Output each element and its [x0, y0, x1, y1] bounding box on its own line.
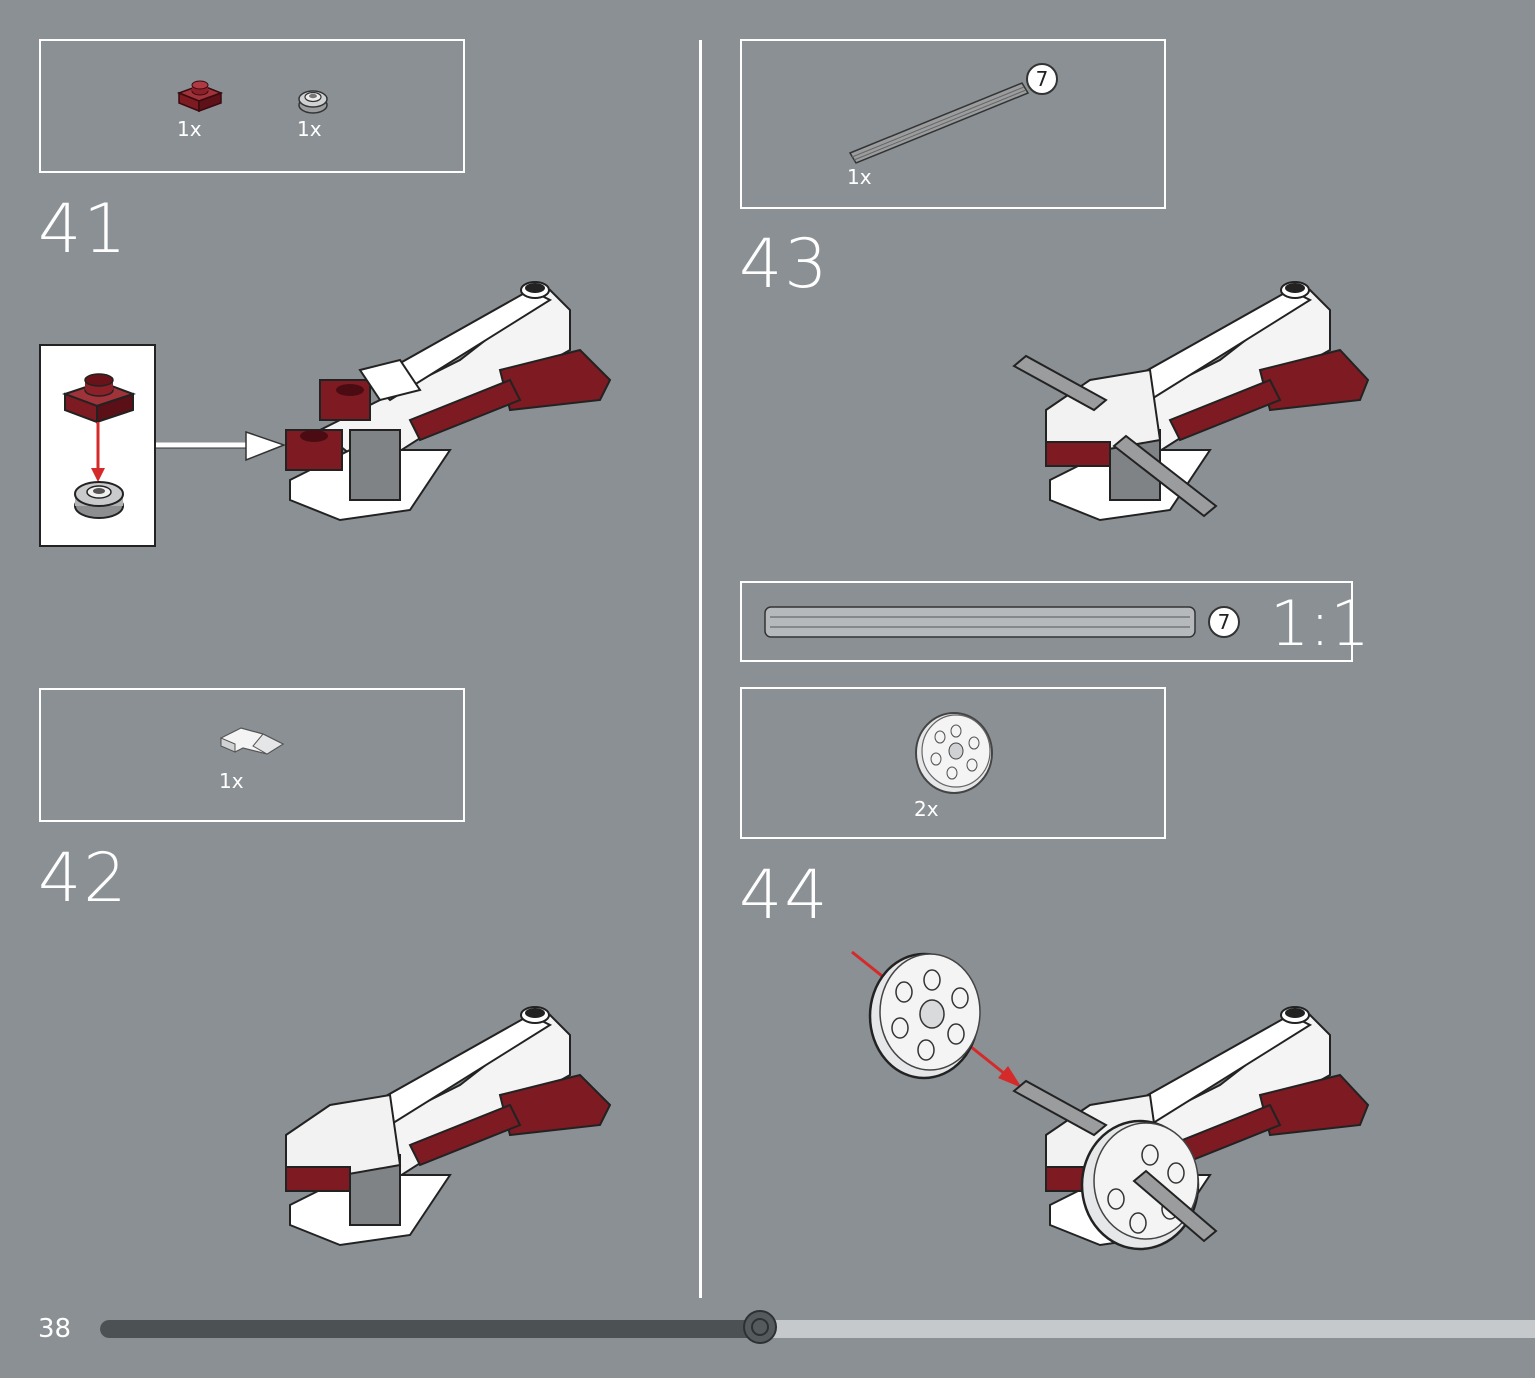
step-42-model-drawing [285, 1006, 612, 1247]
dark-red-plate-1x1-icon [176, 80, 224, 113]
page-number: 38 [38, 1314, 72, 1344]
step-44-parts-box: 2x [740, 687, 1166, 839]
callout-pointer-arrow-icon [156, 430, 287, 462]
step-43-parts-box: 7 1x [740, 39, 1166, 209]
step-44-number: 44 [739, 856, 830, 935]
gray-round-plate-icon [298, 90, 328, 114]
page-progress-fill [100, 1320, 760, 1338]
step-43-number: 43 [739, 225, 830, 304]
gray-axle-7-icon [848, 82, 1030, 164]
step-44-part-1-qty: 2x [914, 797, 939, 821]
step-41-parts-box: 1x 1x [39, 39, 465, 173]
axle-scale-box: 7 1:1 [740, 581, 1370, 662]
page-progress-bar [100, 1310, 1535, 1344]
step-44-model-drawing [1012, 1006, 1370, 1251]
step-41-callout [39, 344, 156, 547]
white-wheel-icon [915, 712, 993, 794]
step-43-model-drawing [1012, 281, 1370, 522]
scale-ratio-label: 1:1 [1270, 587, 1370, 660]
step-42-number: 42 [38, 839, 129, 918]
page-divider [699, 40, 702, 1298]
step-41-part-2-qty: 1x [297, 117, 322, 141]
step-42-part-1-qty: 1x [219, 769, 244, 793]
white-wedge-slope-icon [220, 727, 285, 755]
step-44-loose-wheel-icon [868, 952, 981, 1080]
step-41-model-drawing [285, 281, 612, 522]
page-progress-knob [743, 1310, 777, 1344]
callout-assembly-icon [62, 373, 136, 519]
axle-length-ruler-icon [764, 606, 1196, 638]
step-41-number: 41 [38, 190, 129, 269]
step-43-axle-size-badge: 7 [1026, 63, 1058, 95]
step-43-part-1-qty: 1x [847, 165, 872, 189]
step-41-part-1-qty: 1x [177, 117, 202, 141]
step-42-parts-box: 1x [39, 688, 465, 822]
scale-axle-size-badge: 7 [1208, 606, 1240, 638]
